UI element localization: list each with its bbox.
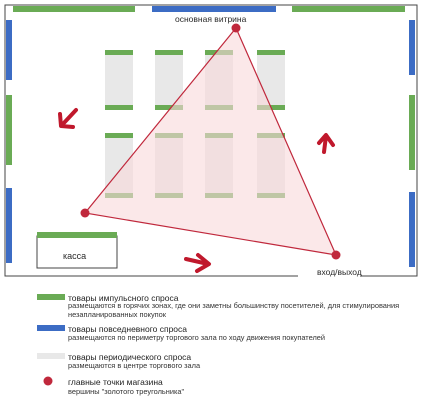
legend-periodic-title: товары периодического спроса: [68, 352, 192, 362]
daily-shelf-right-2: [409, 192, 415, 267]
flow-arrow-up-icon: [317, 133, 335, 154]
main-point-showcase: [231, 23, 241, 33]
periodic-shelf: [155, 55, 183, 105]
impulse-shelf-end: [155, 105, 183, 110]
legend-impulse-title: товары импульсного спроса: [68, 293, 179, 303]
impulse-shelf-left: [6, 95, 12, 165]
legend-daily-desc: размещаются по периметру торгового зала …: [68, 333, 326, 342]
periodic-shelf: [105, 55, 133, 105]
impulse-shelf-end: [257, 50, 285, 55]
daily-shelf-left-2: [6, 188, 12, 263]
impulse-shelf-cashier: [37, 232, 117, 238]
legend-swatch-daily: [37, 325, 65, 331]
impulse-shelf-end: [105, 133, 133, 138]
impulse-shelf-top-left: [13, 6, 135, 12]
legend-swatch-impulse: [37, 294, 65, 300]
store-outline: [4, 4, 418, 277]
legend-swatch-main-point: [43, 376, 53, 386]
legend-swatch-periodic: [37, 353, 65, 359]
impulse-shelf-end: [105, 50, 133, 55]
legend-daily-title: товары повседневного спроса: [68, 324, 188, 334]
daily-shelf-right-1: [409, 20, 415, 75]
legend-periodic-desc: размещаются в центре торгового зала: [68, 361, 201, 370]
daily-shelf-top: [152, 6, 276, 12]
legend-impulse-desc: размещаются в горячих зонах, где они зам…: [68, 301, 400, 319]
legend-main-points-desc: вершины "золотого треугольника": [68, 387, 185, 396]
main-point-cashier: [80, 208, 90, 218]
impulse-shelf-top-right: [292, 6, 405, 12]
impulse-shelf-right: [409, 95, 415, 170]
main-point-entrance: [331, 250, 341, 260]
entrance-label: вход/выход: [317, 267, 362, 277]
cashier-label: касса: [63, 251, 87, 261]
flow-arrow-down-left-icon: [58, 108, 78, 129]
showcase-label: основная витрина: [175, 14, 247, 24]
daily-shelf-left-1: [6, 20, 12, 80]
golden-triangle: [83, 26, 337, 256]
flow-arrow-right-icon: [184, 253, 211, 273]
impulse-shelf-end: [155, 50, 183, 55]
impulse-shelf-end: [105, 105, 133, 110]
legend-main-points-title: главные точки магазина: [68, 377, 163, 387]
